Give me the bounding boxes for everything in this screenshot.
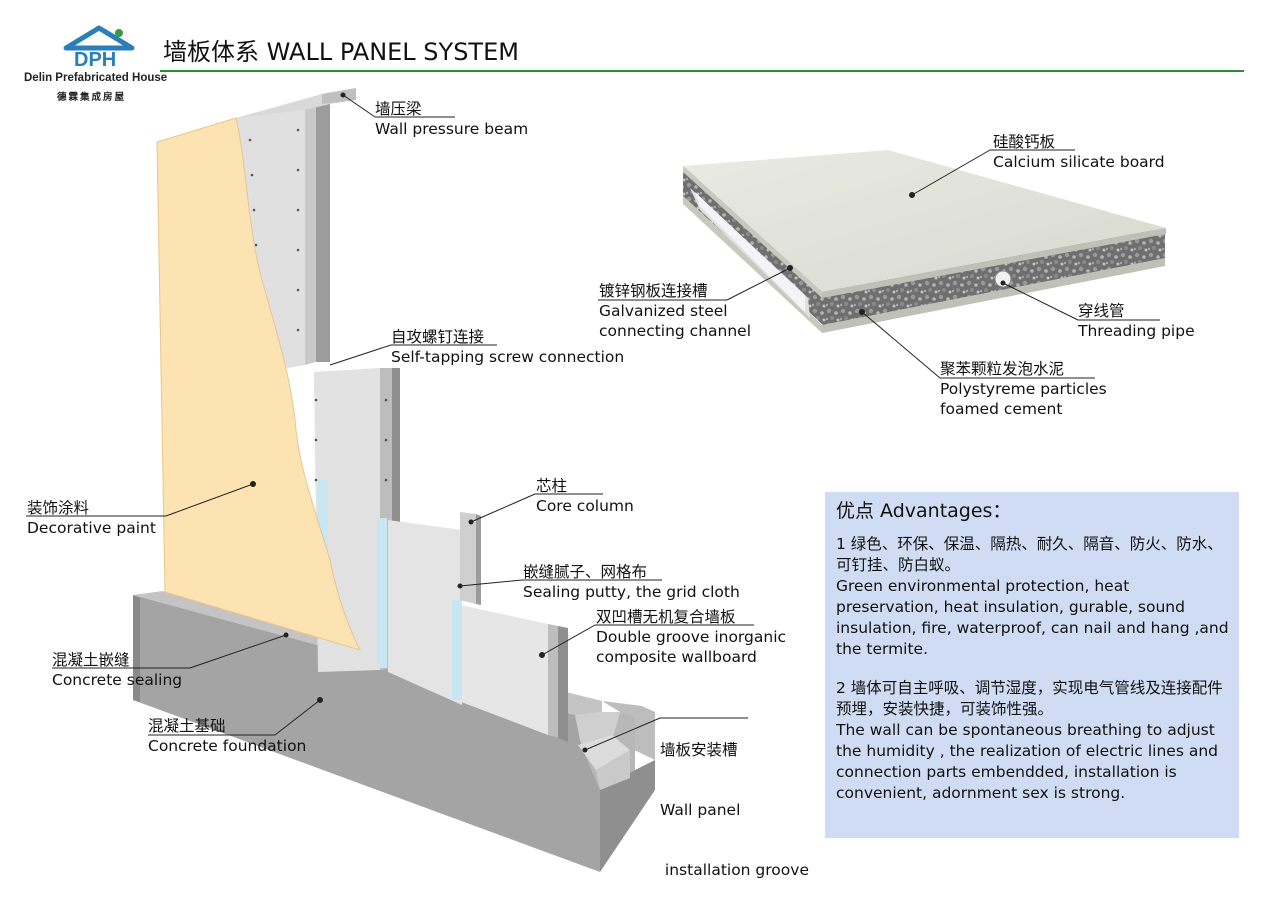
label-cn: 双凹槽无机复合墙板 (596, 608, 736, 626)
label-cn: 混凝土嵌缝 (52, 651, 130, 669)
label-en: Concrete foundation (148, 737, 307, 755)
label-en: Core column (536, 497, 634, 515)
label-cn: 硅酸钙板 (993, 133, 1056, 151)
label-en: Wall pressure beam (375, 120, 529, 138)
label-double-groove-wallboard: 双凹槽无机复合墙板 Double groove inorganic compos… (596, 607, 786, 667)
brand-name-en: Delin Prefabricated House (24, 72, 168, 84)
label-en: Wall panel (660, 801, 741, 819)
leader-lines (26, 92, 1160, 753)
label-cn: 镀锌钢板连接槽 (599, 282, 708, 300)
label-cn: 墙板安装槽 (660, 741, 738, 759)
label-cn: 自攻螺钉连接 (391, 328, 485, 346)
label-polystyrene-cement: 聚苯颗粒发泡水泥 Polystyreme particles foamed ce… (940, 359, 1107, 419)
label-en: Double groove inorganic (596, 628, 787, 646)
brand-name-cn: 德霖集成房屋 (57, 92, 127, 103)
advantage-text-en: Green environmental protection, heat pre… (836, 577, 1229, 658)
label-cn: 穿线管 (1078, 302, 1125, 320)
advantages-panel: 优点 Advantages： 1 绿色、环保、保温、隔热、耐久、隔音、防火、防水… (825, 492, 1239, 838)
advantages-title: 优点 Advantages： (836, 500, 1012, 522)
label-en: installation groove (660, 861, 809, 879)
advantage-text-en: The wall can be spontaneous breathing to… (836, 721, 1218, 802)
decorative-paint-layer (156, 117, 361, 651)
label-calcium-silicate: 硅酸钙板 Calcium silicate board (993, 132, 1165, 172)
label-en: Self-tapping screw connection (391, 348, 625, 366)
advantage-item-1: 1 绿色、环保、保温、隔热、耐久、隔音、防火、防水、可钉挂、防白蚁。 Green… (836, 534, 1229, 660)
label-en: Threading pipe (1078, 322, 1195, 340)
label-cn: 墙压梁 (375, 100, 422, 118)
logo-text: DPH (74, 49, 116, 71)
label-self-tapping-screw: 自攻螺钉连接 Self-tapping screw connection (391, 327, 624, 367)
label-en: Calcium silicate board (993, 153, 1165, 171)
lower-wall-panel (388, 512, 568, 742)
page-title: 墙板体系 WALL PANEL SYSTEM (163, 38, 519, 66)
label-en: composite wallboard (596, 648, 757, 666)
label-cn: 装饰涂料 (27, 499, 90, 517)
label-en: Sealing putty, the grid cloth (523, 583, 740, 601)
label-en: foamed cement (940, 400, 1063, 418)
label-sealing-putty: 嵌缝腻子、网格布 Sealing putty, the grid cloth (523, 562, 740, 602)
composite-board (683, 150, 1166, 333)
label-galvanized-channel: 镀锌钢板连接槽 Galvanized steel connecting chan… (599, 281, 751, 341)
label-threading-pipe: 穿线管 Threading pipe (1078, 301, 1195, 341)
label-concrete-sealing: 混凝土嵌缝 Concrete sealing (52, 650, 182, 690)
advantage-item-2: 2 墙体可自主呼吸、调节湿度，实现电气管线及连接配件预埋，安装快捷，可装饰性强。… (836, 678, 1229, 804)
screw-dots-middle (314, 398, 388, 482)
company-logo: DPH (63, 25, 135, 71)
label-cn: 嵌缝腻子、网格布 (523, 563, 648, 581)
title-divider (160, 70, 1244, 72)
label-cn: 聚苯颗粒发泡水泥 (940, 360, 1065, 378)
label-core-column: 芯柱 Core column (536, 476, 634, 516)
label-en: Galvanized steel (599, 302, 728, 320)
advantage-text-cn: 1 绿色、环保、保温、隔热、耐久、隔音、防火、防水、可钉挂、防白蚁。 (836, 535, 1223, 574)
advantage-text-cn: 2 墙体可自主呼吸、调节湿度，实现电气管线及连接配件预埋，安装快捷，可装饰性强。 (836, 679, 1223, 718)
label-decorative-paint: 装饰涂料 Decorative paint (27, 498, 156, 538)
label-cn: 混凝土基础 (148, 717, 226, 735)
label-wall-pressure-beam: 墙压梁 Wall pressure beam (375, 99, 528, 139)
label-cn: 芯柱 (536, 477, 568, 495)
label-en: Decorative paint (27, 519, 156, 537)
label-en: Polystyreme particles (940, 380, 1107, 398)
label-installation-groove: 墙板安装槽 Wall panel installation groove (660, 700, 809, 900)
label-concrete-foundation: 混凝土基础 Concrete foundation (148, 716, 306, 756)
label-en: Concrete sealing (52, 671, 183, 689)
label-en: connecting channel (599, 322, 752, 340)
